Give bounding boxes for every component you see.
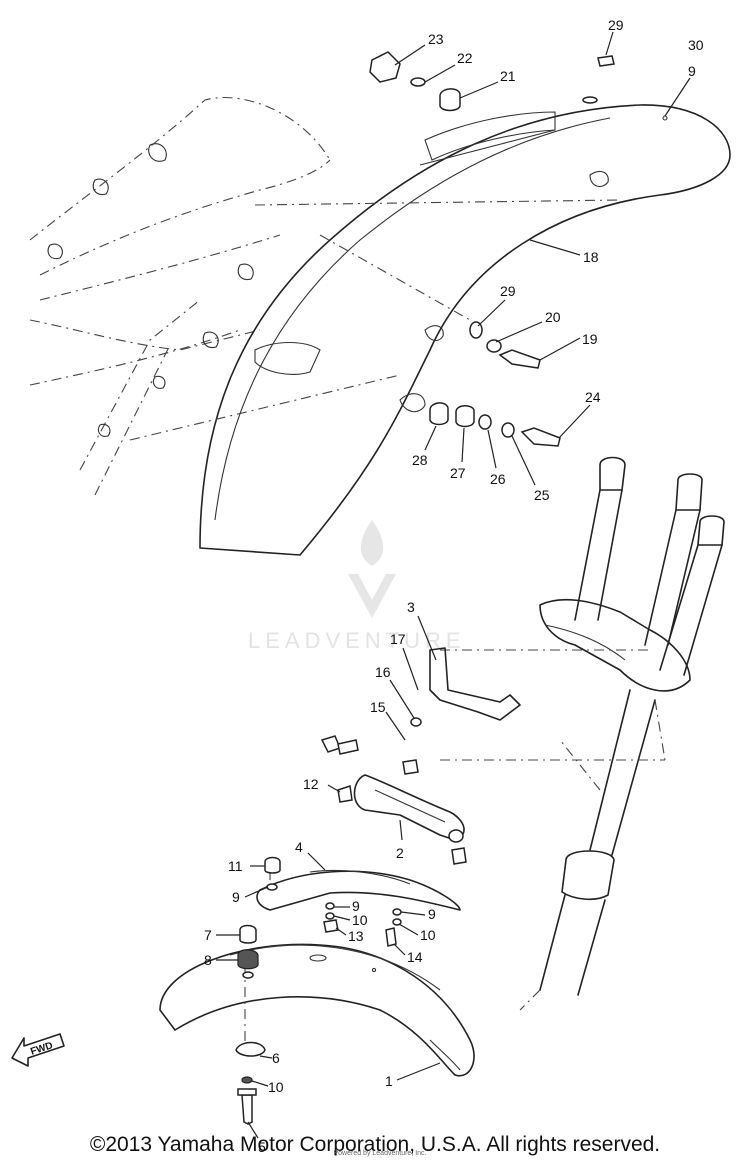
callout-12: 12	[303, 776, 319, 792]
callout-23: 23	[428, 31, 444, 47]
callout-9-right: 9	[428, 906, 436, 922]
callout-21: 21	[500, 68, 516, 84]
callout-15: 15	[370, 699, 386, 715]
callout-26: 26	[490, 471, 506, 487]
callout-2: 2	[396, 845, 404, 861]
callout-3: 3	[407, 599, 415, 615]
callout-leaders	[216, 31, 691, 1139]
rear-fender	[129, 104, 731, 556]
callout-18: 18	[583, 249, 599, 265]
callout-30: 30	[688, 37, 704, 53]
callout-22: 22	[457, 50, 473, 66]
callout-25: 25	[534, 487, 550, 503]
leadventure-watermark: LEADVENTURE	[248, 520, 461, 653]
frame-outline	[29, 96, 331, 496]
callout-27: 27	[450, 465, 466, 481]
callout-6: 6	[272, 1050, 280, 1066]
callout-11: 11	[228, 858, 243, 874]
callout-8: 8	[204, 952, 212, 968]
front-hardware	[235, 856, 402, 1125]
callout-19: 19	[582, 331, 598, 347]
forward-arrow-icon: FWD	[11, 1033, 65, 1067]
copyright-notice: ©2013 Yamaha Motor Corporation, U.S.A. A…	[89, 1133, 661, 1156]
callout-9-center: 9	[352, 898, 360, 914]
callout-9-left: 9	[232, 889, 240, 905]
callout-10-center: 10	[352, 912, 368, 928]
callout-17: 17	[390, 631, 406, 647]
callout-24: 24	[585, 389, 601, 405]
callout-5: 5	[258, 1139, 266, 1155]
callout-16: 16	[375, 664, 391, 680]
callout-28: 28	[412, 452, 428, 468]
fender-brackets	[320, 647, 521, 865]
callout-4: 4	[295, 839, 303, 855]
callout-1: 1	[385, 1073, 393, 1089]
callout-10-bottom: 10	[268, 1079, 284, 1095]
callout-10-right: 10	[420, 927, 436, 943]
callout-13: 13	[348, 928, 364, 944]
powered-by-credit: Powered by Leadventure, Inc.	[333, 1150, 427, 1157]
front-fender	[159, 869, 475, 1077]
callout-29-mid: 29	[500, 283, 516, 299]
rear-hardware	[369, 51, 615, 447]
callout-20: 20	[545, 309, 561, 325]
callout-9-top: 9	[688, 63, 696, 79]
callout-14: 14	[407, 949, 423, 965]
callout-29-top: 29	[608, 17, 624, 33]
callout-7: 7	[204, 927, 212, 943]
callout-numbers: 23 22 21 29 30 9 18 29 20 19 24 28 27 26…	[204, 17, 704, 1155]
front-fork	[440, 456, 725, 1011]
